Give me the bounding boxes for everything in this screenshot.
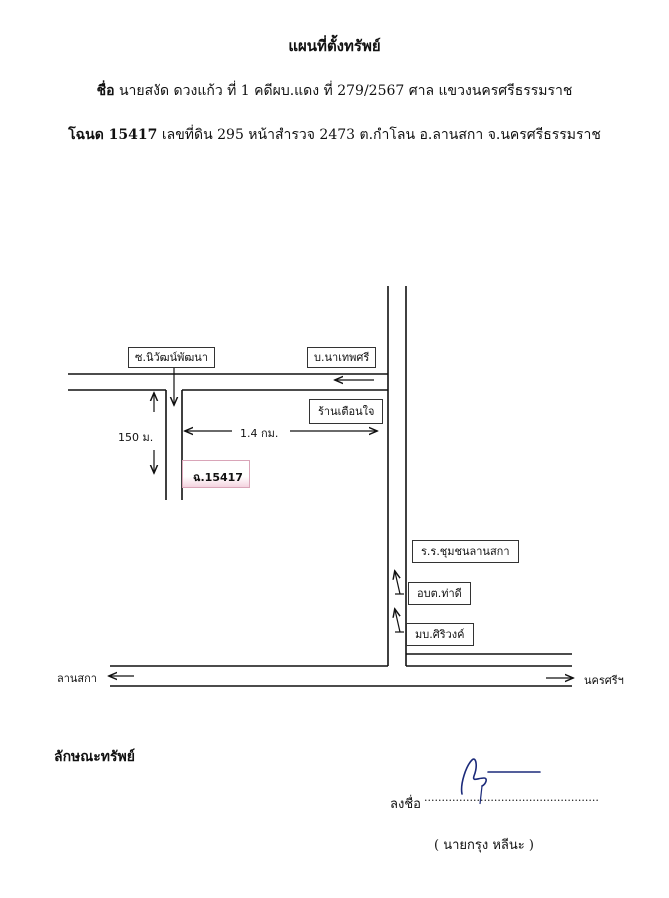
sao-label-box: อบต.ท่าดี: [408, 582, 471, 605]
case-label: ชื่อ: [96, 83, 115, 99]
school-label-box: ร.ร.ชุมชนลานสกา: [412, 540, 519, 563]
sao-pointer-arrow: [395, 572, 400, 595]
distance-vertical-label: 150 ม.: [118, 431, 154, 444]
case-text: นายสงัด ดวงแก้ว ที่ 1 คดีผบ.แดง ที่ 279/…: [118, 83, 573, 99]
property-characteristics-heading: ลักษณะทรัพย์: [54, 749, 135, 765]
deed-text: เลขที่ดิน 295 หน้าสำรวจ 2473 ต.กำโลน อ.ล…: [161, 127, 601, 143]
east-label: นครศรีฯ: [584, 674, 624, 687]
signer-name: ( นายกรุง หลีนะ ): [434, 838, 534, 853]
soi-label-box: ซ.นิวัฒน์พัฒนา: [128, 347, 215, 368]
village-label-box: บ.นาเทพศรี: [307, 347, 377, 368]
shop-label-box: ร้านเตือนใจ: [309, 399, 384, 424]
signature-mark: [460, 758, 541, 805]
parcel-marker: ฉ.15417: [182, 460, 250, 488]
deed-label: โฉนด 15417: [68, 127, 158, 143]
estate-label-box: มบ.ศิริวงค์: [406, 623, 474, 646]
sign-label: ลงชื่อ: [390, 797, 421, 812]
case-line: ชื่อ นายสงัด ดวงแก้ว ที่ 1 คดีผบ.แดง ที่…: [0, 80, 669, 102]
document-title: แผนที่ตั้งทรัพย์: [288, 37, 381, 55]
deed-line: โฉนด 15417 เลขที่ดิน 295 หน้าสำรวจ 2473 …: [0, 124, 669, 146]
distance-horizontal-label: 1.4 กม.: [240, 427, 279, 440]
sign-dotted-line: ........................................…: [424, 791, 599, 804]
west-label: ลานสกา: [57, 672, 97, 685]
estate-pointer-arrow: [395, 610, 400, 633]
